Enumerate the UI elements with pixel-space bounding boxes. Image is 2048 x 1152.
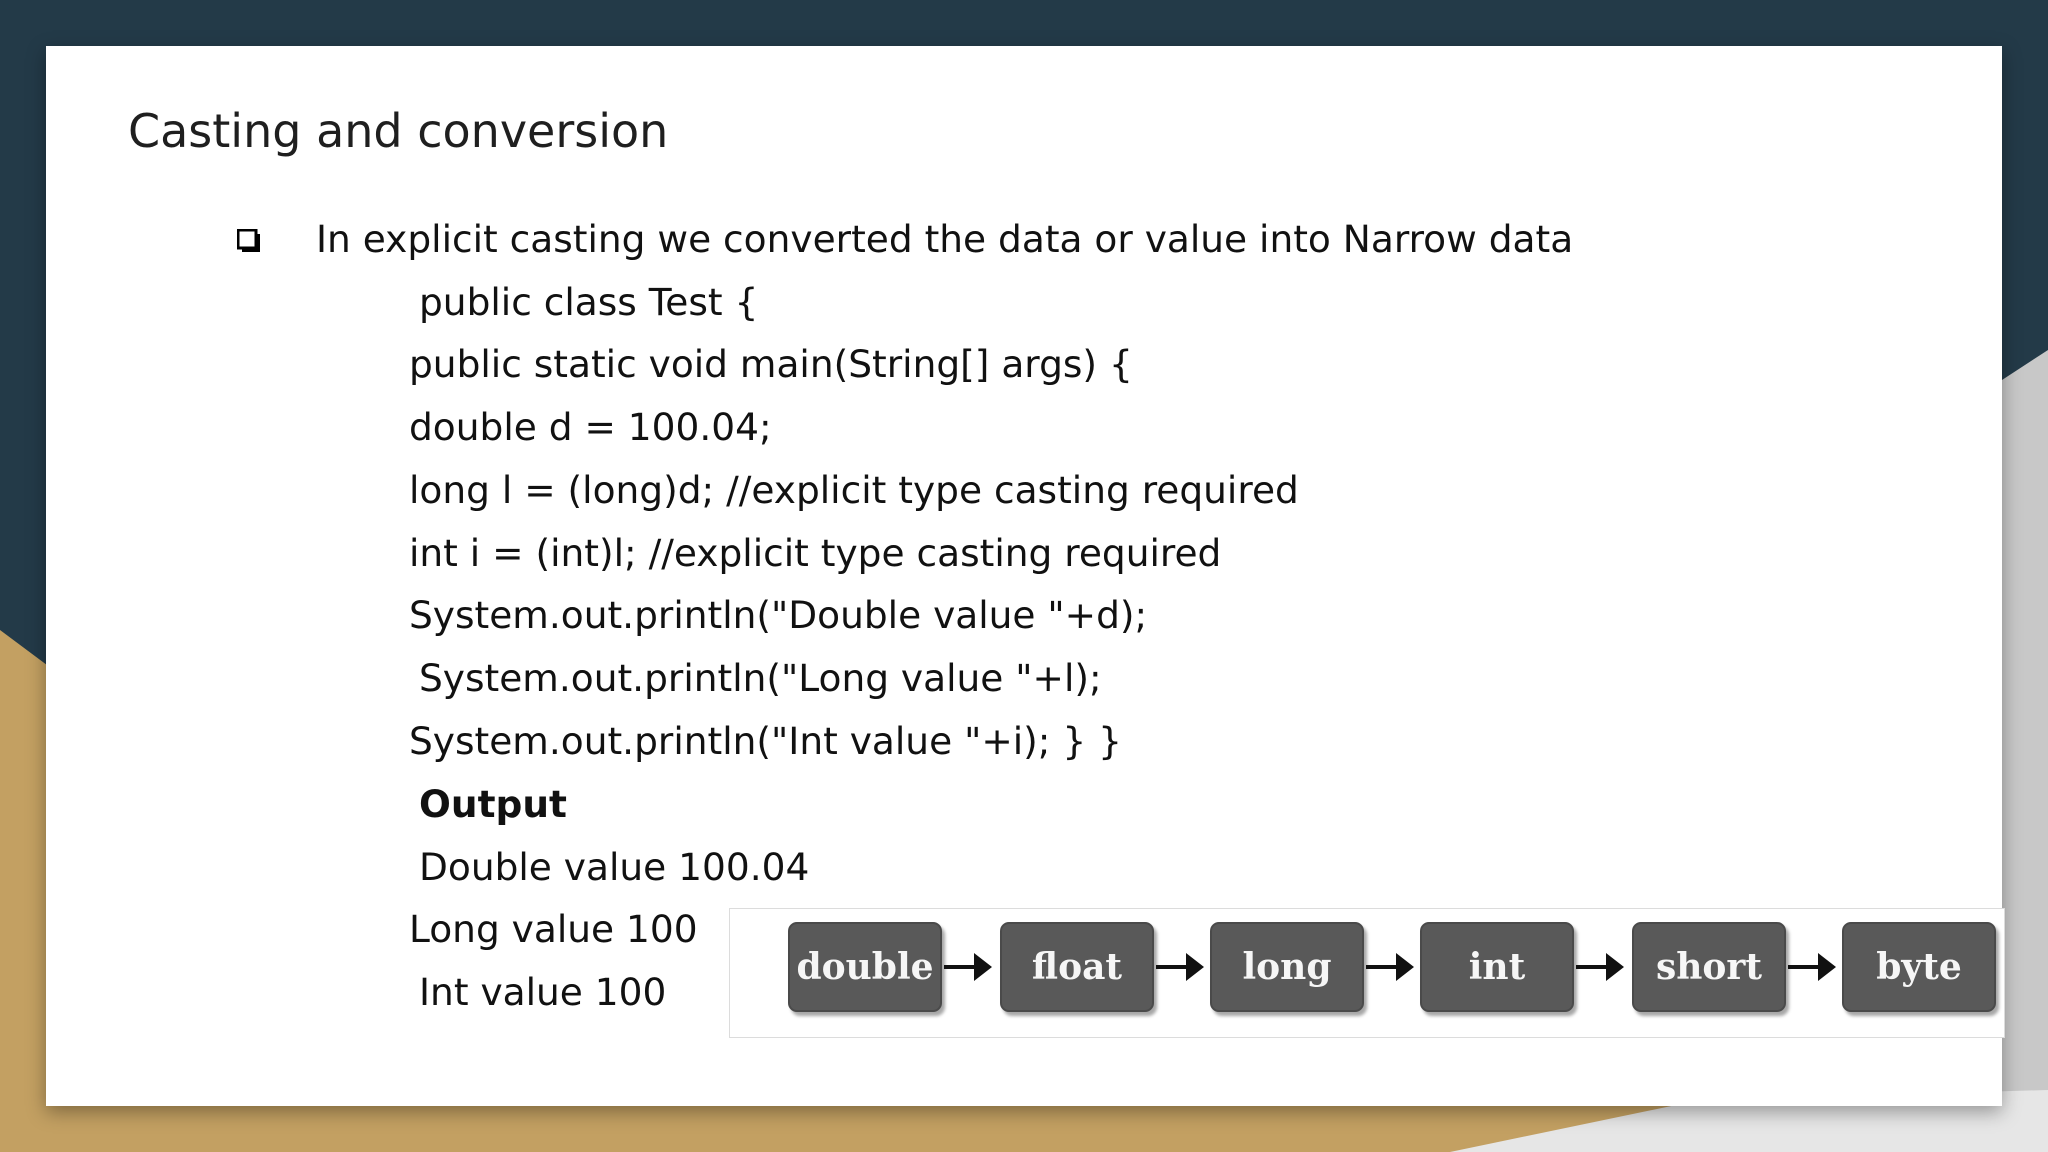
code-line: public class Test { — [419, 280, 759, 324]
node-int: int — [1420, 922, 1574, 1012]
node-float: float — [1000, 922, 1154, 1012]
arrow-icon — [1788, 953, 1836, 981]
code-line: public static void main(String[] args) { — [409, 342, 1133, 386]
code-line: System.out.println("Double value "+d); — [409, 593, 1148, 637]
output-line: Double value 100.04 — [419, 845, 810, 889]
narrowing-conversion-diagram: double float long int short byte — [730, 909, 2004, 1037]
node-short: short — [1632, 922, 1786, 1012]
output-heading: Output — [419, 782, 567, 826]
arrow-icon — [1576, 953, 1624, 981]
code-line: int i = (int)l; //explicit type casting … — [409, 531, 1222, 575]
code-line: System.out.println("Int value "+i); } } — [409, 719, 1122, 763]
bullet-text: In explicit casting we converted the dat… — [316, 217, 1574, 261]
arrow-icon — [1156, 953, 1204, 981]
checkbox-bullet-icon — [237, 229, 260, 252]
slide-title: Casting and conversion — [128, 104, 669, 158]
output-line: Long value 100 — [409, 907, 698, 951]
arrow-icon — [1366, 953, 1414, 981]
code-line: double d = 100.04; — [409, 405, 772, 449]
node-byte: byte — [1842, 922, 1996, 1012]
node-long: long — [1210, 922, 1364, 1012]
code-line: System.out.println("Long value "+l); — [419, 656, 1102, 700]
node-double: double — [788, 922, 942, 1012]
output-line: Int value 100 — [419, 970, 667, 1014]
code-line: long l = (long)d; //explicit type castin… — [409, 468, 1299, 512]
arrow-icon — [944, 953, 992, 981]
grey-shape-right — [1600, 350, 2048, 1152]
